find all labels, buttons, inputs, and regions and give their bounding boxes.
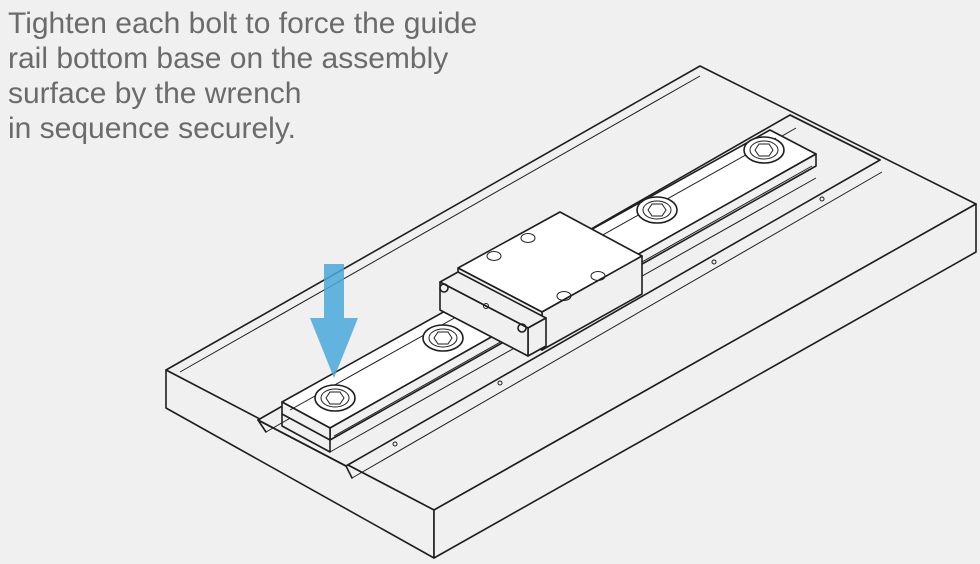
rail-bolt-3 <box>636 196 678 224</box>
groove-hole <box>711 259 717 265</box>
hex-socket-bolt-icon <box>754 143 774 157</box>
instruction-line-2: rail bottom base on the assembly <box>8 42 449 75</box>
instruction-line-1: Tighten each bolt to force the guide <box>8 7 478 40</box>
instruction-text: Tighten each bolt to force the guide rai… <box>8 6 477 146</box>
rail-bolt-4 <box>743 136 785 164</box>
instruction-line-3: surface by the wrench <box>8 77 302 110</box>
carriage-mount-hole <box>590 271 606 281</box>
rail-bolt-1 <box>314 384 356 412</box>
grease-nipple <box>483 303 489 309</box>
groove-hole <box>497 380 503 386</box>
end-seal-screw <box>439 283 449 293</box>
groove-hole <box>819 196 825 202</box>
carriage-mount-hole <box>520 233 536 243</box>
hex-socket-bolt-icon <box>433 331 453 345</box>
carriage-block <box>439 211 643 357</box>
rail-bolt-2 <box>422 324 464 352</box>
groove-hole <box>392 441 398 447</box>
carriage-mount-hole <box>486 251 502 261</box>
down-arrow-icon <box>310 264 358 378</box>
instruction-line-4: in sequence securely. <box>8 112 296 145</box>
end-seal-screw <box>517 323 527 333</box>
hex-socket-bolt-icon <box>325 391 345 405</box>
carriage-mount-hole <box>556 291 572 301</box>
hex-socket-bolt-icon <box>647 203 667 217</box>
